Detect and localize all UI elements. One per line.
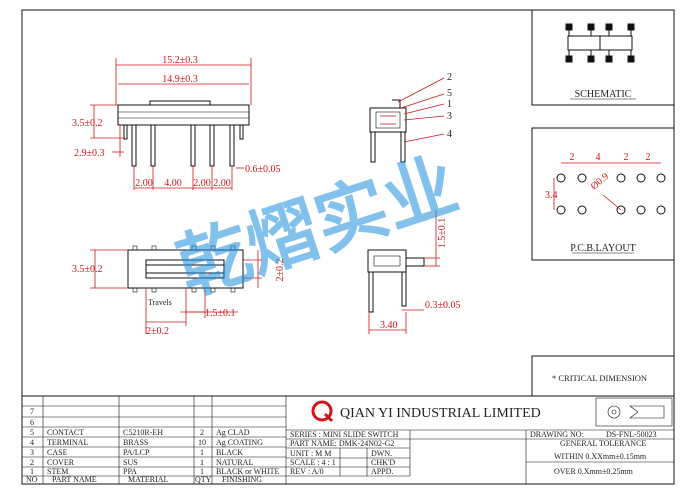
- dim-3-5-front: 3.5±0.2: [72, 118, 103, 129]
- bom-finish-3: BLACK: [216, 448, 243, 457]
- callout-5: 5: [447, 88, 452, 99]
- dim-14-9: 14.9±0.3: [162, 74, 198, 85]
- bom-finish-2: NATURAL: [216, 458, 253, 467]
- drawing-no: DS-FNL-50023: [606, 430, 657, 439]
- dim-2-00-a: 2.00: [135, 178, 153, 189]
- bom-no-1: 1: [30, 467, 34, 476]
- pcb-hole-dia: Ø0.9: [589, 171, 611, 192]
- end-view: 1.5±0.1 0.3±0.05 3.40: [367, 210, 461, 334]
- bom-material-5: C5210R-EH: [123, 428, 163, 437]
- bom-finish-4: Ag COATING: [216, 438, 263, 447]
- bom-part-2: COVER: [47, 458, 75, 467]
- switch-body-front: [117, 104, 250, 126]
- dim-2-vertical: 2±0.2: [275, 259, 286, 282]
- tolerance-over: OVER 0.Xmm±0.25mm: [554, 467, 634, 476]
- bom-part-3: CASE: [47, 448, 68, 457]
- bom-material-1: PPA: [123, 467, 137, 476]
- scale-text: SCALE : 4 : 1: [290, 458, 336, 467]
- dim-2-00-b: 2.00: [193, 178, 211, 189]
- unit-text: UNIT : M M: [290, 449, 331, 458]
- bom-header-finish: FINISHING: [222, 475, 262, 484]
- bom-finish-5: Ag CLAD: [216, 428, 250, 437]
- schematic-panel: SCHEMATIC: [531, 9, 675, 106]
- pcb-pitch-2: 4: [596, 152, 601, 163]
- bom-material-4: BRASS: [123, 438, 148, 447]
- bom-no-3: 3: [30, 448, 34, 457]
- bom-qty-2: 1: [200, 458, 204, 467]
- callout-1: 1: [447, 99, 452, 110]
- travels-label: Travels: [148, 298, 172, 307]
- bom-no-4: 4: [30, 438, 34, 447]
- appd-text: APPD.: [371, 467, 393, 476]
- bom-header-material: MATERIAL: [128, 475, 169, 484]
- bom-rows: 7 6 5 CONTACT C5210R-EH 2 Ag CLAD 4 TERM…: [26, 407, 280, 484]
- pcb-row-spacing: 3.4: [545, 190, 558, 201]
- side-view: 2 5 1 3 4: [369, 72, 452, 163]
- bom-material-3: PA/LCP: [123, 448, 150, 457]
- dim-0-6: 0.6±0.05: [245, 164, 281, 175]
- pcb-pitch-4: 2: [646, 152, 651, 163]
- pcb-pitch-3: 2: [624, 152, 629, 163]
- dim-15-2: 15.2±0.3: [162, 55, 198, 66]
- callout-2: 2: [447, 72, 452, 83]
- bom-part-5: CONTACT: [47, 428, 84, 437]
- tolerance-title: GENERAL TOLERANCE: [560, 439, 646, 448]
- tolerance-within: WITHIN 0.XXmm±0.15mm: [554, 452, 647, 461]
- dim-0-3: 0.3±0.05: [425, 300, 461, 311]
- dim-2-bottom: 2±0.2: [146, 326, 169, 337]
- bom-header-no: NO: [26, 475, 38, 484]
- dim-3-5-top: 3.5±0.2: [72, 264, 103, 275]
- pcb-layout-label: P.C.B.LAYOUT: [570, 243, 635, 254]
- dim-2-9: 2.9±0.3: [74, 148, 105, 159]
- bom-part-1: STEM: [47, 467, 68, 476]
- bom-qty-4: 10: [198, 438, 206, 447]
- callout-3: 3: [447, 111, 452, 122]
- drawing-no-label: DRAWING NO:: [530, 430, 584, 439]
- bom-qty-3: 1: [200, 448, 204, 457]
- bom-header-part: PART NAME: [52, 475, 97, 484]
- dim-3-40: 3.40: [380, 320, 398, 331]
- top-view: 3.5±0.2 2±0.2 Travels 1.5±0.1 2±0.2: [72, 245, 286, 337]
- chkd-text: CHK'D: [371, 458, 395, 467]
- pcb-layout-panel: 2 4 2 2 3.4 Ø0.9 P.C.B.LAYOUT: [531, 127, 675, 261]
- bom-material-2: SUS: [123, 458, 138, 467]
- dim-1-5-travel: 1.5±0.1: [205, 308, 236, 319]
- dwn-text: DWN.: [371, 449, 392, 458]
- schematic-label: SCHEMATIC: [575, 89, 632, 100]
- bom-finish-1: BLACK or WHITE: [216, 467, 280, 476]
- dim-4-00: 4.00: [164, 178, 182, 189]
- bom-qty-5: 2: [200, 428, 204, 437]
- bom-no-7: 7: [30, 407, 34, 416]
- bom-part-4: TERMINAL: [47, 438, 88, 447]
- front-view: 15.2±0.3 14.9±0.3 3.5±0.2 2.9±0.3: [72, 55, 281, 190]
- part-name-text: PART NAME: DMK-24N02-G2: [290, 439, 394, 448]
- actuator-front: [149, 100, 211, 106]
- bom-header-qty: QTY: [195, 475, 212, 484]
- bom-qty-1: 1: [200, 467, 204, 476]
- switch-body-side: [369, 107, 407, 133]
- dim-1-5-end: 1.5±0.1: [437, 218, 448, 249]
- pcb-holes: [556, 173, 666, 215]
- dim-2-00-c: 2.00: [213, 178, 231, 189]
- bom-no-2: 2: [30, 458, 34, 467]
- company-name: QIAN YI INDUSTRIAL LIMITED: [340, 406, 541, 421]
- company-logo: [311, 400, 334, 423]
- series-text: SERIES : MINI SLIDE SWITCH: [290, 430, 399, 439]
- bom-no-6: 6: [30, 418, 34, 427]
- title-block: 7 6 5 CONTACT C5210R-EH 2 Ag CLAD 4 TERM…: [21, 395, 675, 485]
- bom-no-5: 5: [30, 428, 34, 437]
- pcb-pitch-1: 2: [570, 152, 575, 163]
- rev-text: REV : A/0: [290, 467, 324, 476]
- schematic-symbol: [565, 23, 635, 63]
- switch-body-top: [127, 249, 244, 289]
- callout-4: 4: [447, 129, 452, 140]
- critical-dimension-note: * CRITICAL DIMENSION: [552, 373, 647, 383]
